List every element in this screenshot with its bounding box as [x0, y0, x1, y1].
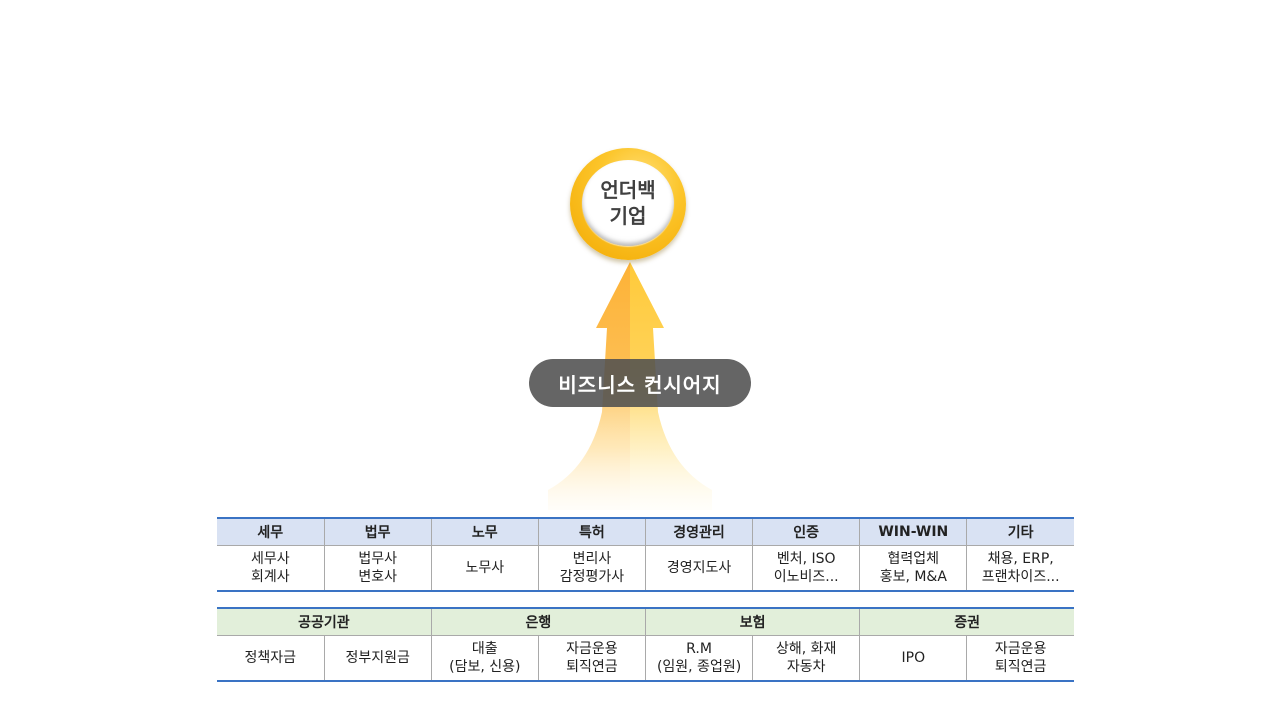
- cell-text: 회계사: [250, 569, 290, 585]
- cell-text: 채용, ERP,: [987, 551, 1054, 567]
- finance-cell: 정책자금: [217, 635, 325, 681]
- finance-cell: 자금운용 퇴직연금: [966, 635, 1074, 681]
- company-circle: 언더백 기업: [570, 148, 686, 260]
- finance-cell: R.M (임원, 종업원): [644, 635, 754, 681]
- cell-text: 세무사: [250, 551, 290, 567]
- cell-text: (담보, 신용): [449, 659, 521, 675]
- finance-header-row: 공공기관 은행 보험 증권: [217, 608, 1074, 636]
- cell-text: 감정평가사: [559, 569, 625, 585]
- services-header: 세무: [217, 518, 325, 546]
- services-cell: 법무사 변호사: [323, 545, 432, 591]
- cell-text: 정책자금: [244, 650, 297, 666]
- services-header: 특허: [537, 518, 647, 546]
- cell-text: 협력업체: [887, 551, 940, 567]
- services-header: 법무: [323, 518, 432, 546]
- cell-text: (임원, 종업원): [656, 659, 742, 675]
- finance-cell: 대출 (담보, 신용): [430, 635, 539, 681]
- cell-text: 자금운용: [994, 641, 1047, 657]
- cell-text: 변호사: [358, 569, 397, 585]
- company-label-line1: 언더백: [600, 178, 656, 202]
- cell-text: 프랜차이즈...: [981, 569, 1060, 585]
- cell-text: 벤처, ISO: [776, 551, 836, 567]
- services-cell: 채용, ERP, 프랜차이즈...: [966, 545, 1074, 591]
- services-table: 세무 법무 노무 특허 경영관리 인증 WIN-WIN 기타 세무사 회계사 법…: [217, 517, 1074, 592]
- finance-header: 증권: [859, 608, 1074, 636]
- finance-header: 공공기관: [217, 608, 432, 636]
- finance-table: 공공기관 은행 보험 증권 정책자금 정부지원금 대출 (담보, 신용) 자금운…: [217, 607, 1074, 682]
- finance-cell: 정부지원금: [323, 635, 432, 681]
- cell-text: 퇴직연금: [994, 659, 1047, 675]
- services-cell: 협력업체 홍보, M&A: [859, 545, 968, 591]
- cell-text: 이노비즈...: [773, 569, 839, 585]
- upward-arrow-icon: [548, 262, 712, 510]
- services-data-row: 세무사 회계사 법무사 변호사 노무사 변리사 감정평가사 경영지도사 벤처, …: [217, 545, 1074, 591]
- services-header: 기타: [966, 518, 1074, 546]
- services-cell: 세무사 회계사: [217, 545, 325, 591]
- cell-text: 퇴직연금: [566, 659, 618, 675]
- services-cell: 노무사: [430, 545, 539, 591]
- finance-cell: 자금운용 퇴직연금: [537, 635, 647, 681]
- cell-text: 변리사: [572, 551, 612, 567]
- finance-cell: IPO: [859, 635, 968, 681]
- finance-data-row: 정책자금 정부지원금 대출 (담보, 신용) 자금운용 퇴직연금 R.M (임원…: [217, 635, 1074, 681]
- company-circle-inner: 언더백 기업: [582, 160, 674, 246]
- services-header: WIN-WIN: [859, 518, 968, 546]
- cell-text: R.M: [686, 641, 712, 657]
- finance-header: 은행: [430, 608, 647, 636]
- cell-text: 자금운용: [566, 641, 618, 657]
- finance-cell: 상해, 화재 자동차: [752, 635, 861, 681]
- cell-text: 상해, 화재: [775, 641, 837, 657]
- business-concierge-pill: 비즈니스 컨시어지: [529, 359, 751, 407]
- cell-text: 홍보, M&A: [879, 569, 947, 585]
- services-header: 인증: [752, 518, 861, 546]
- cell-text: 노무사: [465, 560, 505, 576]
- services-header: 노무: [430, 518, 539, 546]
- company-label-line2: 기업: [609, 204, 647, 228]
- services-header-row: 세무 법무 노무 특허 경영관리 인증 WIN-WIN 기타: [217, 518, 1074, 546]
- services-cell: 경영지도사: [644, 545, 754, 591]
- finance-header: 보험: [644, 608, 861, 636]
- cell-text: 대출: [471, 641, 498, 657]
- services-cell: 벤처, ISO 이노비즈...: [752, 545, 861, 591]
- services-header: 경영관리: [644, 518, 754, 546]
- cell-text: 정부지원금: [345, 650, 410, 666]
- cell-text: 경영지도사: [666, 560, 732, 576]
- cell-text: IPO: [901, 650, 926, 666]
- services-cell: 변리사 감정평가사: [537, 545, 647, 591]
- cell-text: 법무사: [358, 551, 397, 567]
- cell-text: 자동차: [786, 659, 826, 675]
